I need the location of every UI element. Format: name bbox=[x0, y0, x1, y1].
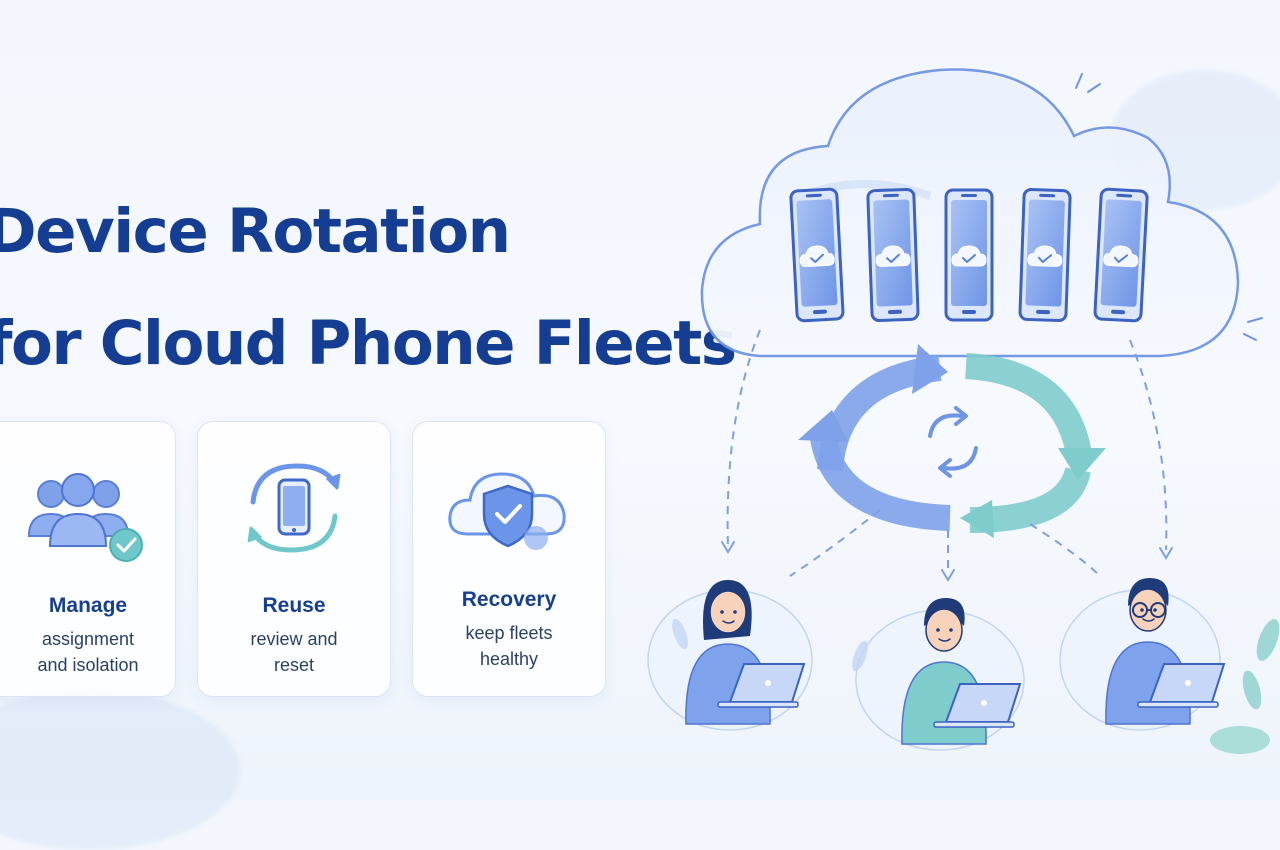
card-desc-line-2: healthy bbox=[479, 649, 539, 669]
title-line-2: for Cloud Phone Fleets bbox=[0, 308, 737, 379]
rotation-cycle-icon bbox=[798, 344, 1106, 538]
phone-fleet bbox=[789, 187, 1149, 323]
reuse-card: Reuse review and reset bbox=[197, 421, 391, 697]
phone-icon bbox=[1093, 187, 1149, 323]
card-desc-line-2: and isolation bbox=[37, 655, 139, 675]
recovery-card: Recovery keep fleets healthy bbox=[412, 421, 606, 697]
laptop-icon bbox=[933, 683, 1022, 728]
cloud-fleet-illustration bbox=[647, 68, 1280, 754]
arrowheads bbox=[721, 541, 1173, 582]
laptop-icon bbox=[1137, 663, 1226, 708]
page-title: Device Rotation for Cloud Phone Fleets bbox=[0, 176, 737, 400]
connector-lines bbox=[726, 329, 1168, 577]
card-desc-line-2: reset bbox=[273, 655, 315, 675]
sync-icon bbox=[928, 406, 978, 478]
card-title: Manage bbox=[48, 594, 128, 617]
user-avatar bbox=[647, 580, 813, 731]
card-title: Reuse bbox=[262, 594, 326, 617]
manage-card: Manage assignment and isolation bbox=[0, 421, 176, 697]
cloud-shield-icon bbox=[448, 472, 566, 550]
laptop-icon bbox=[717, 663, 806, 708]
users-check-icon bbox=[27, 473, 143, 562]
phone-icon bbox=[1018, 188, 1072, 323]
card-desc-line-1: assignment bbox=[41, 629, 135, 649]
user-avatar bbox=[1059, 578, 1226, 731]
card-desc-line-1: keep fleets bbox=[465, 623, 553, 643]
card-desc-line-1: review and bbox=[250, 629, 338, 649]
phone-rotate-icon bbox=[247, 463, 341, 553]
phone-icon bbox=[944, 188, 994, 322]
card-title: Recovery bbox=[461, 588, 557, 611]
plant-decoration bbox=[672, 618, 1280, 754]
user-avatar bbox=[855, 598, 1025, 751]
fleet-users bbox=[647, 578, 1226, 751]
title-line-1: Device Rotation bbox=[0, 196, 511, 267]
phone-icon bbox=[866, 187, 920, 322]
phone-icon bbox=[789, 187, 845, 323]
